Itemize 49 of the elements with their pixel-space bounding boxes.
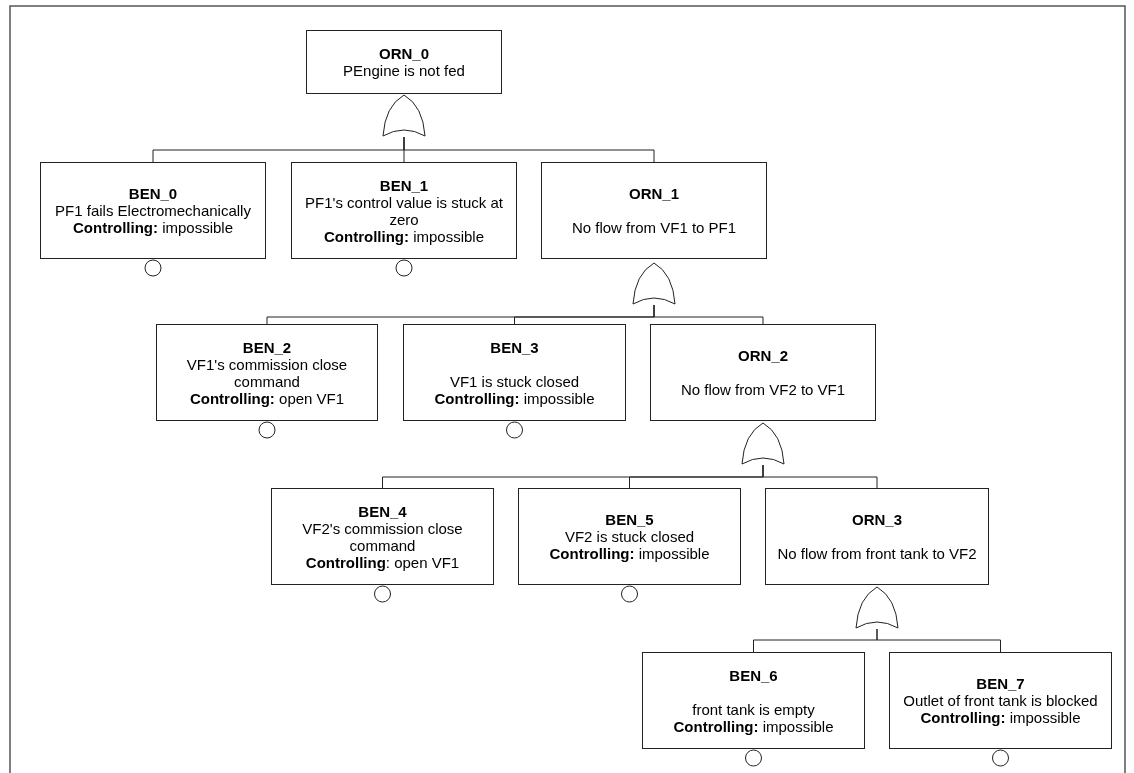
event-description: VF2's commission close command <box>301 519 464 554</box>
event-id: BEN_3 <box>490 338 539 356</box>
event-id: BEN_0 <box>128 185 178 202</box>
event-description: PEngine is not fed <box>343 62 465 79</box>
event-id: ORN_1 <box>629 185 679 202</box>
event-box <box>765 488 989 585</box>
event-description: Outlet of front tank is blocked <box>903 692 1098 709</box>
event-description: front tank is empty <box>692 700 815 718</box>
controlling-note: Controlling: impossible <box>920 709 1081 726</box>
event-box <box>291 162 517 259</box>
controlling-note: Controlling: impossible <box>324 227 484 245</box>
event-id: ORN_0 <box>379 45 429 62</box>
connector-line <box>152 136 405 163</box>
connector-line <box>382 464 764 489</box>
controlling-note: Controlling: impossible <box>434 389 595 407</box>
event-id: ORN_2 <box>738 347 788 364</box>
event-box <box>156 324 378 421</box>
connector-line <box>266 304 655 325</box>
event-description: No flow from front tank to VF2 <box>777 545 977 562</box>
or-gate <box>632 262 676 305</box>
event-id: BEN_5 <box>605 511 654 528</box>
event-box <box>403 324 626 421</box>
event-id: BEN_7 <box>976 675 1025 692</box>
controlling-note: Controlling: impossible <box>549 545 710 562</box>
event-description: No flow from VF2 to VF1 <box>680 381 846 398</box>
controlling-note: Controlling: open VF1 <box>189 389 345 407</box>
event-box <box>518 488 741 585</box>
or-gate <box>855 586 899 629</box>
event-id: ORN_3 <box>852 511 902 528</box>
controlling-note: Controlling: impossible <box>73 219 233 236</box>
event-box <box>40 162 266 259</box>
or-gate <box>382 94 426 137</box>
event-id: BEN_4 <box>358 502 407 520</box>
event-description: VF1 is stuck closed <box>449 372 580 390</box>
or-gate <box>741 422 785 465</box>
controlling-note: Controlling: impossible <box>673 717 834 735</box>
event-description: No flow from VF1 to PF1 <box>571 219 737 236</box>
event-box <box>650 324 876 421</box>
event-box <box>642 652 865 749</box>
event-id: BEN_2 <box>242 338 292 356</box>
event-box <box>271 488 494 585</box>
event-id: BEN_6 <box>729 666 778 684</box>
event-box <box>541 162 767 259</box>
event-box <box>889 652 1112 749</box>
controlling-note: Controlling: open VF1 <box>305 553 460 571</box>
event-id: BEN_1 <box>379 176 429 194</box>
event-description: PF1 fails Electromechanically <box>55 202 251 219</box>
connector-line <box>753 628 878 653</box>
event-description: VF2 is stuck closed <box>564 528 695 545</box>
